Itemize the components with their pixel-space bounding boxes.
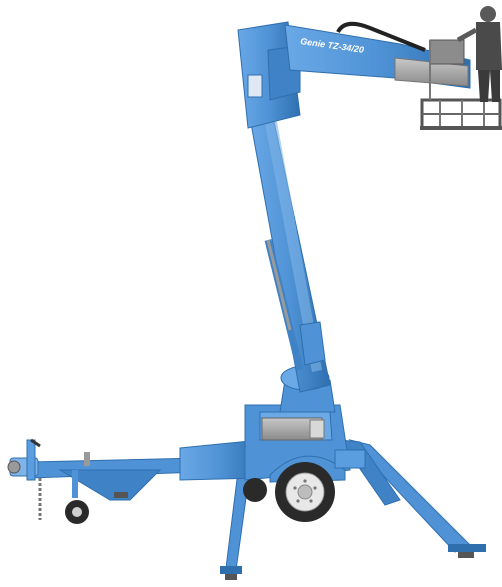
worker-figure xyxy=(456,6,502,102)
chassis xyxy=(179,404,366,483)
upper-boom: Genie TZ-34/20 xyxy=(284,21,471,89)
tow-tongue xyxy=(7,438,201,524)
elbow-riser xyxy=(237,21,301,129)
work-platform xyxy=(420,39,502,130)
lower-boom xyxy=(249,111,331,393)
main-wheel xyxy=(243,462,335,522)
